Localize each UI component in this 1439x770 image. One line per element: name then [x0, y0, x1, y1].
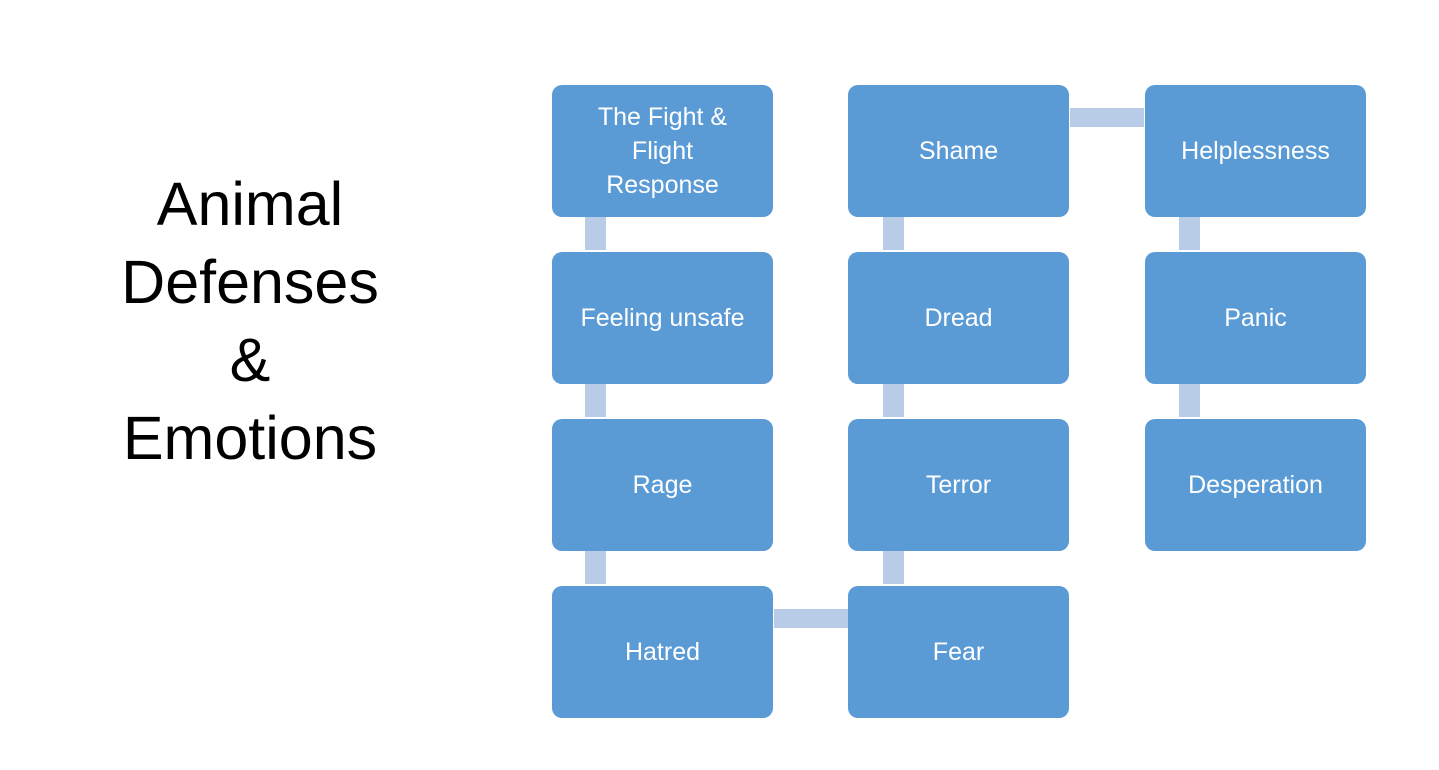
node-label: Fear — [932, 638, 985, 666]
title-line-1: Animal — [156, 170, 344, 238]
node-label: Desperation — [1188, 471, 1323, 499]
connector-helplessness-to-panic — [1179, 217, 1200, 250]
connector-terror-to-dread — [883, 384, 904, 417]
node-shame: Shame — [848, 85, 1069, 217]
node-desperation: Desperation — [1145, 419, 1366, 551]
node-label: Helplessness — [1181, 137, 1330, 165]
node-rage: Rage — [552, 419, 773, 551]
node-label: Shame — [918, 137, 999, 165]
node-feeling-unsafe: Feeling unsafe — [552, 252, 773, 384]
node-dread: Dread — [848, 252, 1069, 384]
connector-feeling-unsafe-to-rage — [585, 384, 606, 417]
node-label-line: The Fight & — [597, 103, 728, 131]
node-panic: Panic — [1145, 252, 1366, 384]
connector-rage-to-hatred — [585, 551, 606, 584]
node-label: Dread — [924, 304, 993, 332]
node-label: Panic — [1224, 304, 1287, 332]
connector-shame-to-helplessness — [1070, 108, 1144, 127]
node-fear: Fear — [848, 586, 1069, 718]
node-label: Rage — [632, 471, 693, 499]
connector-panic-to-desperation — [1179, 384, 1200, 417]
node-helplessness: Helplessness — [1145, 85, 1366, 217]
node-label: Feeling unsafe — [580, 304, 745, 332]
title-line-3: & — [229, 326, 271, 394]
node-fight-flight-response: The Fight & Flight Response — [552, 85, 773, 217]
node-label-line: Flight — [631, 137, 694, 165]
node-label: Terror — [925, 471, 992, 499]
connector-hatred-to-fear — [774, 609, 848, 628]
node-label: Hatred — [624, 638, 701, 666]
node-label-line: Response — [606, 171, 719, 199]
slide-title: Animal Defenses & Emotions — [60, 165, 440, 477]
connector-dread-to-shame — [883, 217, 904, 250]
title-line-4: Emotions — [122, 404, 378, 472]
connector-fight-flight-to-feeling-unsafe — [585, 217, 606, 250]
connector-fear-to-terror — [883, 551, 904, 584]
node-terror: Terror — [848, 419, 1069, 551]
title-line-2: Defenses — [121, 248, 379, 316]
node-hatred: Hatred — [552, 586, 773, 718]
